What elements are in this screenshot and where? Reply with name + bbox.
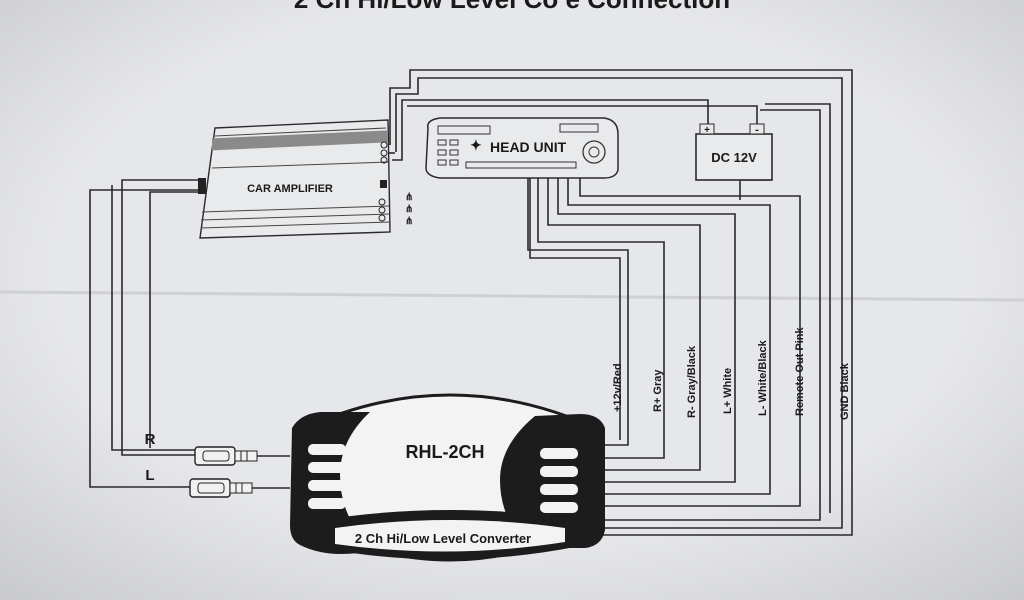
converter-caption: 2 Ch Hi/Low Level Converter xyxy=(355,531,531,546)
star-icon: ✦ xyxy=(470,137,482,153)
wire-rca-r xyxy=(121,179,200,456)
wire-remote xyxy=(600,109,821,521)
wire-rca-l-b xyxy=(111,185,195,451)
wire-battery-plus xyxy=(392,99,709,161)
head-unit: ✦ HEAD UNIT xyxy=(425,117,619,179)
wire-rca-l xyxy=(89,189,200,488)
rca-right-label: R xyxy=(145,431,156,448)
wire-r-plus xyxy=(537,175,665,459)
speaker-terminal-icon: ⋔ xyxy=(405,216,413,227)
battery: + - DC 12V xyxy=(695,123,773,181)
wires xyxy=(89,69,853,536)
wire-rca-r-b xyxy=(149,191,200,448)
rca-plugs: R L xyxy=(145,431,258,498)
wire-label: R- Gray/Black xyxy=(686,345,698,418)
speaker-terminal-icon: ⋔ xyxy=(405,204,413,215)
converter-model: RHL-2CH xyxy=(406,442,485,462)
wire-label: +12v/Red xyxy=(612,363,624,412)
wire-gnd-inner xyxy=(395,77,843,529)
speaker-terminal-icon: ⋔ xyxy=(405,192,413,203)
car-amplifier: ⋔ ⋔ ⋔ CAR AMPLIFIER xyxy=(198,119,413,239)
wire-label: GND Black xyxy=(839,362,851,420)
wire-l-plus xyxy=(557,175,736,483)
wire-aux xyxy=(529,175,621,440)
wire-12v-red xyxy=(527,175,629,446)
diagram-title: 2 Ch Hi/Low Level Co e Connection xyxy=(294,0,730,14)
wire-label: Remote Out Pink xyxy=(794,326,806,416)
wire-label: L- White/Black xyxy=(757,339,769,416)
wire-battery-minus-a xyxy=(407,105,758,125)
wire-gnd xyxy=(389,69,853,536)
wire-label: R+ Gray xyxy=(652,369,664,412)
head-unit-label: HEAD UNIT xyxy=(490,139,567,155)
wire-remote-out xyxy=(579,175,801,507)
rca-left-label: L xyxy=(145,467,154,484)
rca-plug-right xyxy=(194,446,258,466)
battery-minus-label: - xyxy=(755,124,759,136)
wire-label: L+ White xyxy=(722,368,734,414)
rca-plug-left xyxy=(189,478,253,498)
converter: RHL-2CH 2 Ch Hi/Low Level Converter xyxy=(290,393,605,562)
wire-l-minus xyxy=(567,175,771,495)
amplifier-label: CAR AMPLIFIER xyxy=(247,183,333,195)
wire-labels: +12v/Red R+ Gray R- Gray/Black L+ White … xyxy=(612,326,851,420)
wire-r-minus xyxy=(547,175,701,471)
battery-label: DC 12V xyxy=(711,150,757,165)
wire-remote-b xyxy=(765,103,831,513)
battery-plus-label: + xyxy=(704,125,710,136)
paper-fold xyxy=(0,290,1024,302)
